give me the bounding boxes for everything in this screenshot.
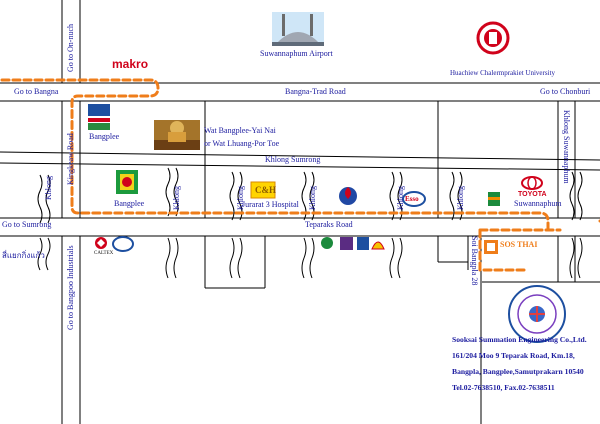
toyota-label: TOYOTA [518,191,547,198]
temple-label-1: Wat Bangplee-Yai Nai [204,126,276,135]
khlong-label-3: Khlong [236,186,245,210]
bangplee-bottom-label: Bangplee [114,199,145,208]
seven-eleven-logo [488,192,500,206]
bank-shell-cluster [321,237,385,250]
caltex-logo [95,237,107,249]
makro-label: makro [112,57,149,71]
homepro-lotus-logo [88,104,110,130]
khlong-sumlong-label: Khlong Sumrong [265,155,321,164]
direction-chonburi: Go to Chonburi [540,87,591,96]
teparaks-road [0,217,600,237]
toyota-logo [521,176,543,190]
esso-top-label: Esso [405,195,419,203]
company-address-1: 161/204 Moo 9 Teparak Road, Km.18, [452,351,575,360]
khlong-suwannaphum-label: Khlong Suwannaphum [562,110,571,184]
airport-icon [272,12,324,46]
bangna-trad-label: Bangna-Trad Road [285,87,346,96]
khlong-label-5: Khlong [396,186,405,210]
company-seal-icon [508,285,566,343]
khlong-label-6: Khlong [456,186,465,210]
university-seal-icon [476,21,510,55]
route-path [0,78,600,272]
sos-thai-label: SOS THAI [500,240,538,249]
bangplee-top-label: Bangplee [89,132,120,141]
khlong-label-2: Khlong [172,186,181,210]
company-address-2: Bangpla, Bangplee,Samutprakarn 10540 [452,367,584,376]
caltex-label: CALTEX [94,251,114,256]
ch-logo [250,181,276,199]
thai-intersection-label: สี่แยกกิ่งแก้ว [2,251,45,260]
khlong-label-4: Khlong [308,186,317,210]
temple-label-2: or Wat Lhuang-Por Toe [204,139,280,148]
company-name: Sooksai Summation Engineering Co.,Ltd. [452,335,587,344]
sos-thai-logo [484,240,498,254]
ch-label: C&H [255,185,276,195]
esso-logo-top [402,191,426,207]
khlong-sumlong [0,151,600,171]
bangna-trad-road [0,82,600,102]
kingkeaw-road-label: Kingkeaw Road [66,133,75,185]
bigc-logo [116,170,138,194]
vertical-roads [61,0,600,424]
direction-sumrong: Go to Sumrong [2,220,52,229]
khlong-label-1: Khlong [44,176,53,200]
esso-logo-bottom [112,236,134,252]
university-label: Huachiew Chalermprakiet University [450,69,555,77]
teparaks-road-label: Teparaks Road [305,220,353,229]
direction-bangpoo: Go to Bangpoo Industrials [66,245,75,330]
soi-bangpla-label: Soi Bangpla 28 [470,236,479,286]
airport-label: Suwannaphum Airport [260,49,333,58]
hospital-label: Jurarat 3 Hospital [242,200,299,209]
direction-on-nuch: Go to On-nuch [66,24,75,72]
ptt-logo [339,187,357,205]
temple-photo [154,120,200,150]
direction-bangna: Go to Bangna [14,87,59,96]
company-phone: Tel.02-7638510, Fax.02-7638511 [452,383,555,392]
suwannaphum-label: Suwannaphum [514,199,562,208]
